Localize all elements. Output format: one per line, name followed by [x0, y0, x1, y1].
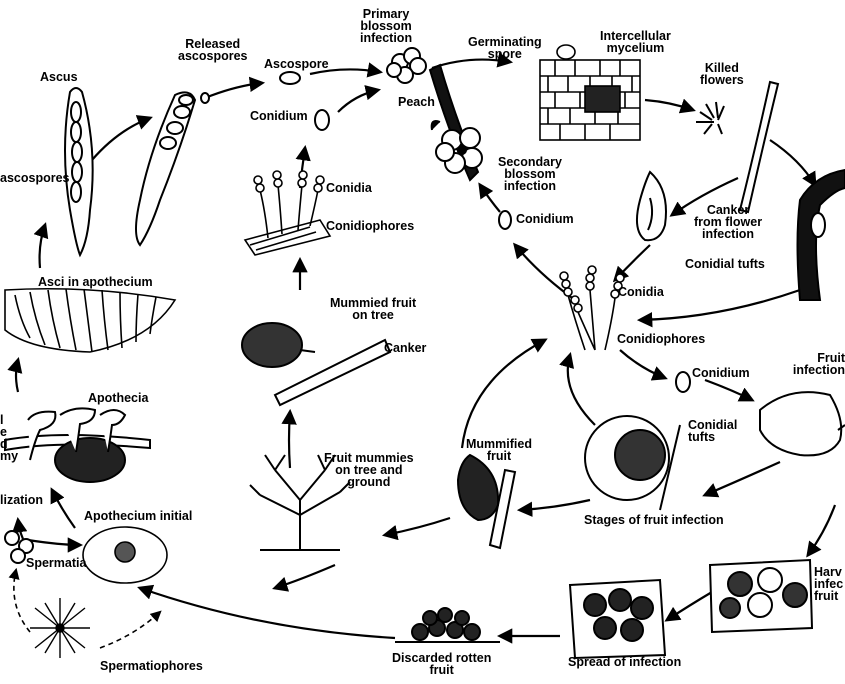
arrow-conidium-to-secondary — [478, 182, 501, 213]
intercellular-mycelium-tissue — [539, 44, 641, 141]
label-ascospore: Ascospore — [264, 57, 329, 71]
label-discarded-rotten-fruit: Discarded rotten fruit — [392, 651, 492, 677]
arrow-tufts-to-conidiophores — [636, 288, 801, 328]
conidiophores-center — [559, 265, 625, 351]
cycle-arrows — [7, 52, 837, 644]
arrow-stage-to-conidiophores — [559, 352, 596, 426]
mummified-fruit-illustration — [456, 453, 517, 550]
arrow-spermatia-to-apothecium — [27, 537, 84, 553]
apothecium-initial-illustration — [82, 526, 168, 584]
label-mummified-fruit: Mummified fruit — [466, 437, 532, 463]
conidiophores-top — [243, 170, 332, 256]
label-conidial-tufts-center: Conidial tufts — [688, 418, 738, 444]
label-canker-from-flower-infection: Canker from flower infection — [694, 203, 763, 241]
label-spermatia: Spermatia — [26, 556, 87, 570]
fruit-infection-illustration — [759, 391, 845, 457]
label-left-edge-text: l e d my — [0, 413, 19, 463]
arrow-stages-to-mummified — [516, 498, 591, 517]
spermatiophores-illustration — [30, 598, 90, 658]
stage-fruit-infection — [584, 415, 681, 511]
arrow-killed-to-canker — [769, 139, 817, 188]
label-ascus: Ascus — [40, 70, 78, 84]
arrow-tree-up — [281, 408, 297, 469]
arrow-fruit-to-stages — [702, 460, 781, 498]
label-peach: Peach — [398, 95, 435, 109]
label-germinating-spore: Germinating spore — [468, 35, 542, 61]
harvested-fruit-crate — [708, 558, 814, 634]
bare-tree — [249, 454, 351, 551]
apothecia-illustration — [4, 407, 151, 483]
conidium-top-shape — [314, 109, 330, 131]
arrow-discarded-to-spermatia — [137, 584, 396, 640]
label-conidia-mid: Conidia — [618, 285, 664, 299]
label-secondary-blossom-infection: Secondary blossom infection — [498, 155, 562, 193]
label-ascospores: ascospores — [0, 171, 70, 185]
conidium-right-shape — [675, 371, 691, 393]
arrow-tree-to-apothecium — [272, 563, 336, 592]
ascus-illustration — [64, 87, 94, 258]
label-fertilization: lization — [0, 493, 44, 507]
arrow-conidium-to-fruit — [704, 378, 755, 402]
arrow-fruit-to-harvest — [806, 504, 837, 558]
label-primary-blossom-infection: Primary blossom infection — [360, 7, 413, 45]
label-fruit-infection: Fruit infection — [792, 351, 845, 377]
spermatia-illustration — [4, 530, 34, 564]
label-mummied-fruit-on-tree: Mummied fruit on tree — [330, 296, 417, 322]
label-conidium-mid: Conidium — [516, 212, 574, 226]
label-intercellular-mycelium: Intercellular mycelium — [600, 29, 671, 55]
arrow-conidiophores-to-conidium — [619, 349, 668, 381]
label-apothecium-initial: Apothecium initial — [84, 509, 193, 523]
label-conidial-tufts-right: Conidial tufts — [685, 257, 765, 271]
arrow-initial-to-apothecia — [50, 487, 76, 529]
arrow-apothecium-to-asci — [7, 357, 23, 393]
label-conidiophores-mid: Conidiophores — [617, 332, 706, 346]
killed-flowers-branch — [696, 80, 780, 214]
canker-pod — [635, 170, 667, 242]
label-released-ascospores: Released ascospores — [178, 37, 248, 63]
arrow-harvest-to-spread — [664, 591, 713, 622]
label-asci-in-apothecium: Asci in apothecium — [38, 275, 153, 289]
canker-branch-right — [796, 168, 845, 301]
label-killed-flowers: Killed flowers — [700, 61, 744, 87]
label-conidia-top: Conidia — [326, 181, 372, 195]
dashed-arrows — [8, 567, 162, 649]
label-apothecia: Apothecia — [88, 391, 149, 405]
label-conidium-top: Conidium — [250, 109, 308, 123]
label-conidiophores-top: Conidiophores — [326, 219, 415, 233]
ascospore-shape — [279, 71, 301, 85]
arrow-asci-to-ascus — [33, 222, 49, 269]
label-spread-of-infection: Spread of infection — [568, 655, 682, 669]
arrow-conidium-to-blossom — [337, 85, 382, 113]
spread-of-infection-basket — [568, 578, 667, 660]
peach-blossom-branch — [386, 47, 483, 182]
discarded-fruit-pile — [395, 607, 500, 643]
asci-in-apothecium-illustration — [4, 287, 177, 353]
arrow-mummified-to-conidiophores — [460, 338, 548, 449]
label-conidium-right: Conidium — [692, 366, 750, 380]
label-spermatiophores: Spermatiophores — [100, 659, 203, 673]
conidium-mid-shape — [498, 210, 512, 230]
mummied-fruit-on-tree — [241, 322, 392, 407]
arrow-canker-to-sporangia — [669, 176, 739, 217]
arrow-mummies-to-tree — [381, 516, 451, 541]
arrow-mycelium-to-killed — [644, 98, 696, 114]
released-ascospores-illustration — [135, 91, 210, 247]
arrow-released-to-ascospore — [204, 76, 266, 100]
arrow-ascospore-to-blossom — [309, 62, 384, 78]
label-canker: Canker — [384, 341, 427, 355]
arrow-ascus-to-released — [91, 115, 153, 161]
label-fruit-mummies-on-tree-and-ground: Fruit mummies on tree and ground — [324, 451, 414, 489]
label-harvested-infected-fruit: Harv infec fruit — [814, 565, 844, 603]
label-stages-of-fruit-infection: Stages of fruit infection — [584, 513, 724, 527]
